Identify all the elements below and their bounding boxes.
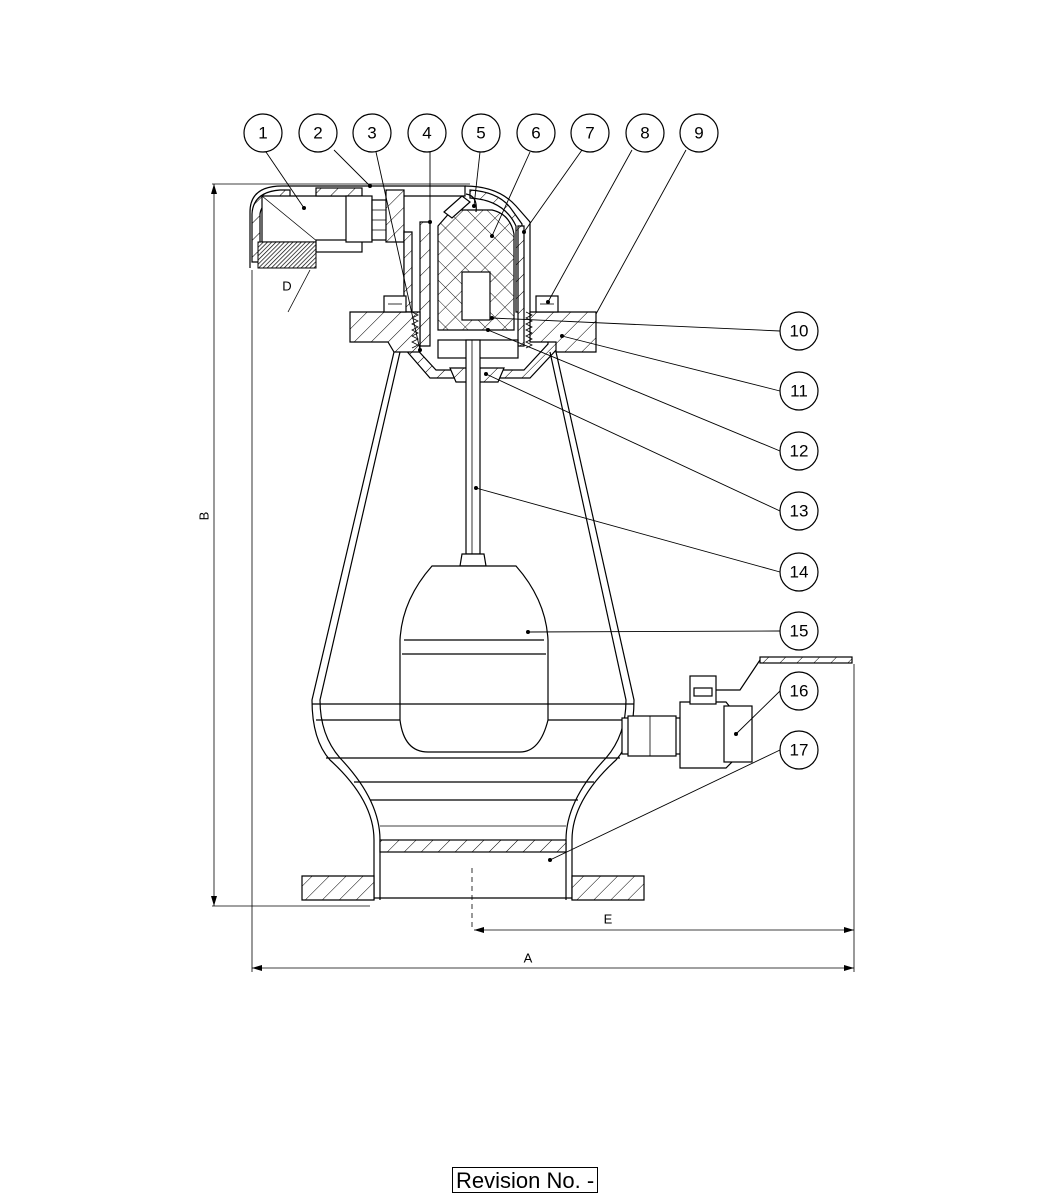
balloon-8: 8	[625, 113, 665, 153]
svg-text:3: 3	[367, 124, 376, 143]
balloon-14: 14	[779, 552, 819, 592]
dimension-label-b: B	[197, 512, 212, 521]
balloon-3: 3	[352, 113, 392, 153]
svg-text:13: 13	[790, 502, 809, 521]
dimension-label-e: E	[604, 912, 613, 927]
svg-text:6: 6	[531, 124, 540, 143]
svg-text:5: 5	[476, 124, 485, 143]
svg-text:8: 8	[640, 124, 649, 143]
balloon-13: 13	[779, 491, 819, 531]
balloon-16: 16	[779, 671, 819, 711]
svg-text:10: 10	[790, 322, 809, 341]
balloon-9: 9	[679, 113, 719, 153]
conical-body	[301, 351, 645, 930]
balloon-1: 1	[243, 113, 283, 153]
svg-text:11: 11	[790, 382, 808, 401]
part-balloons: 1 2 3 4 5 6 7 8 9 10 11 12 13 14 15 16 1…	[243, 113, 819, 770]
balloon-2: 2	[298, 113, 338, 153]
balloon-10: 10	[779, 311, 819, 351]
balloon-15: 15	[779, 611, 819, 651]
svg-text:17: 17	[790, 741, 809, 760]
dimension-label-a: A	[524, 951, 533, 966]
svg-text:16: 16	[790, 682, 809, 701]
drain-ball-valve	[621, 656, 853, 769]
balloon-11: 11	[779, 371, 819, 411]
balloon-5: 5	[461, 113, 501, 153]
dimension-lines: A B D E	[197, 183, 855, 972]
svg-text:12: 12	[790, 442, 809, 461]
svg-text:2: 2	[313, 124, 322, 143]
float-assembly	[399, 339, 549, 753]
svg-text:7: 7	[585, 124, 594, 143]
svg-text:1: 1	[258, 124, 267, 143]
svg-text:9: 9	[694, 124, 703, 143]
revision-label: Revision No. -	[452, 1167, 599, 1193]
svg-text:15: 15	[790, 622, 809, 641]
balloon-4: 4	[407, 113, 447, 153]
svg-text:4: 4	[422, 124, 431, 143]
dimension-label-d: D	[282, 279, 291, 294]
balloon-7: 7	[570, 113, 610, 153]
outlet-hood	[249, 185, 466, 269]
leader-lines	[265, 149, 781, 862]
balloon-6: 6	[516, 113, 556, 153]
balloon-17: 17	[779, 730, 819, 770]
valve-bonnet	[403, 185, 559, 383]
svg-text:14: 14	[790, 563, 809, 582]
balloon-12: 12	[779, 431, 819, 471]
